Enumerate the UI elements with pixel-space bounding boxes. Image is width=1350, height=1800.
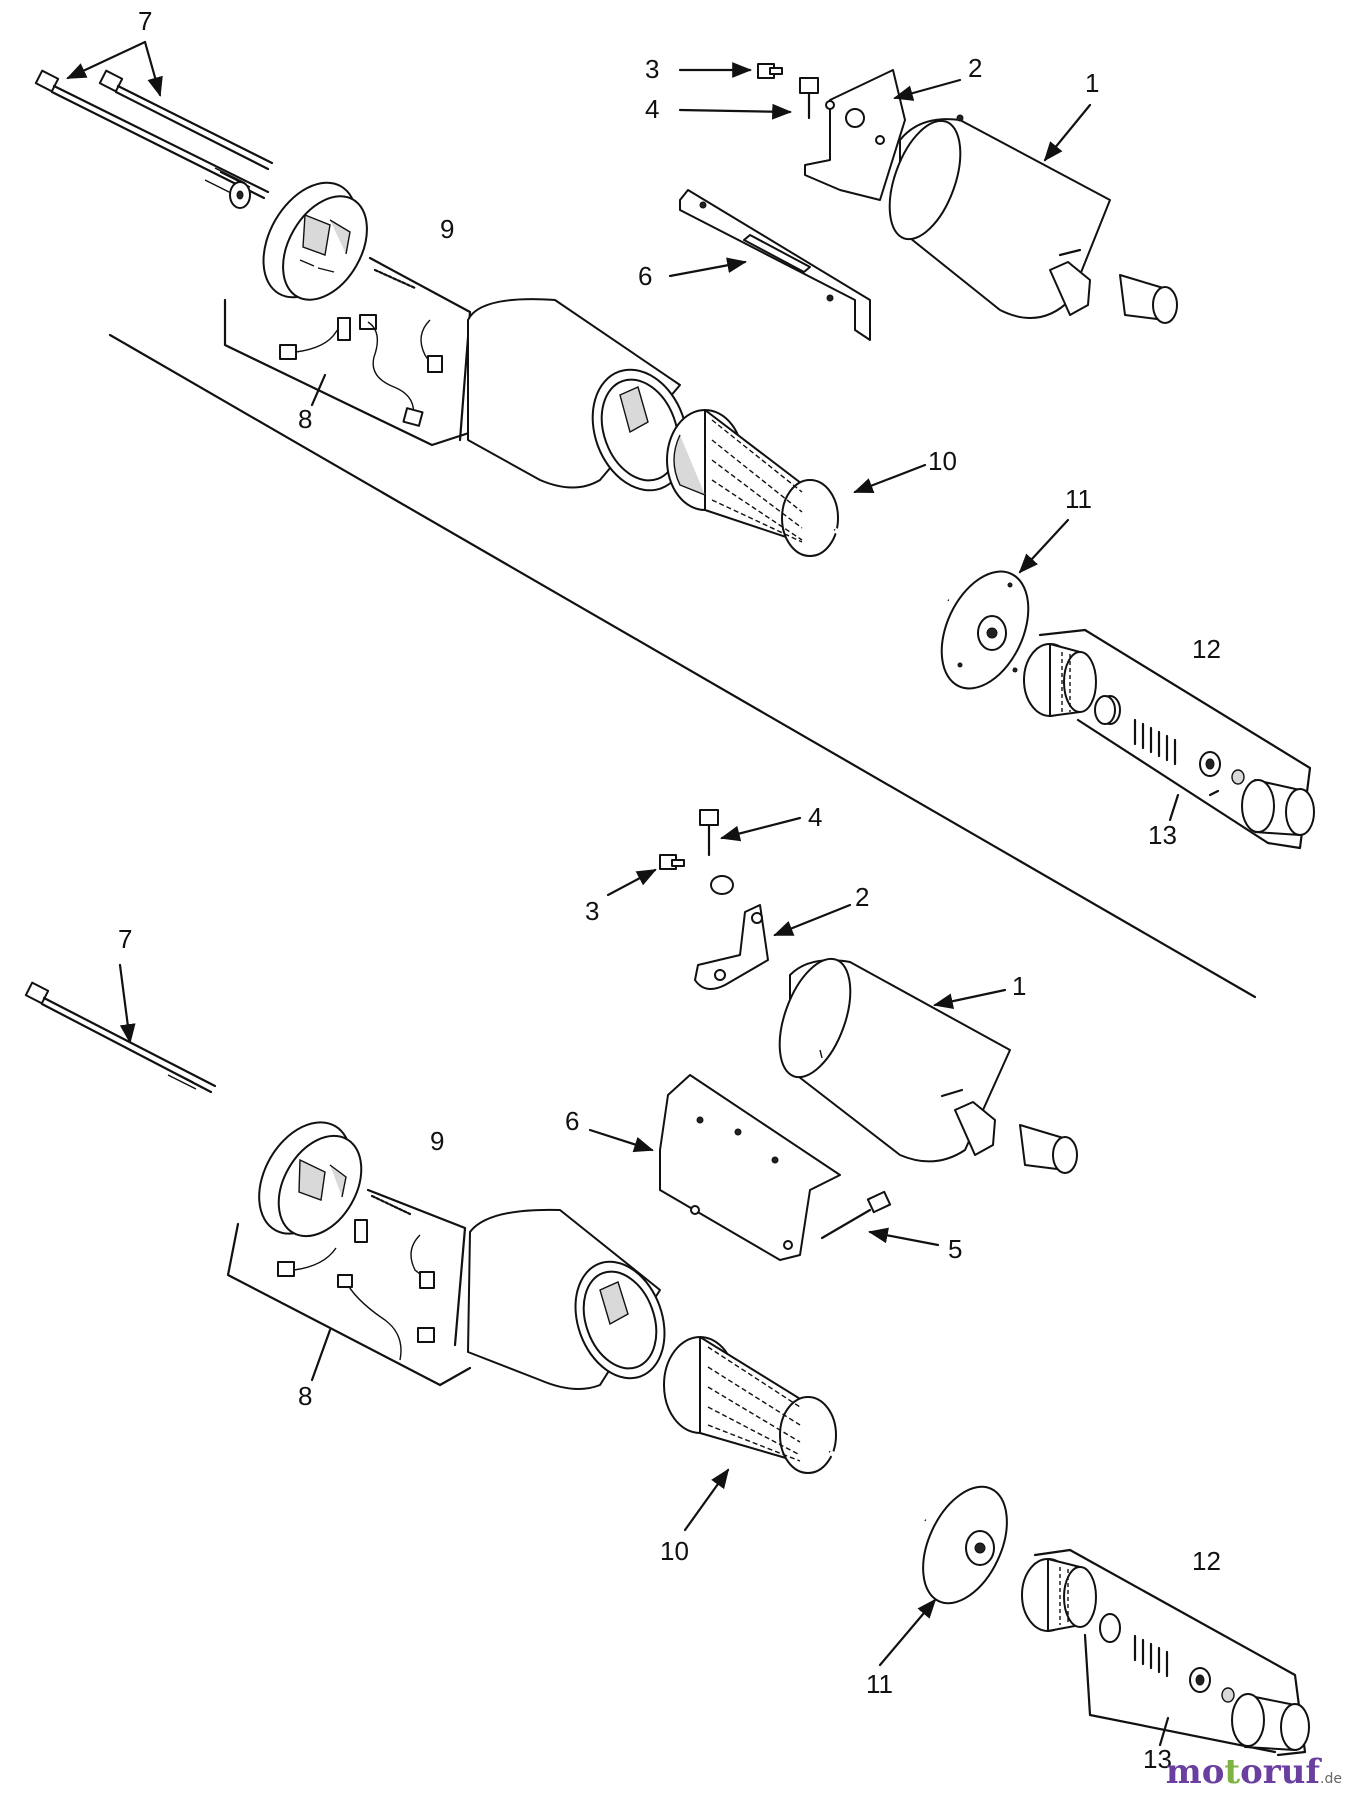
watermark-text-b: t: [1224, 1752, 1241, 1792]
bottom-callout-8-bracket: [226, 1222, 472, 1387]
bottom-drive-pinion: [1021, 1558, 1097, 1632]
bottom-callout-13-bracket: [1083, 1633, 1277, 1754]
bottom-callout-13: 13: [1143, 1744, 1172, 1774]
top-drive-end-plate: [940, 570, 1030, 690]
top-callout-8: 8: [298, 404, 312, 434]
top-callout-7: 7: [138, 6, 152, 36]
top-callout-11: 11: [1065, 484, 1092, 514]
bottom-bolt-4: [699, 809, 719, 857]
bottom-callout-1: 1: [1012, 971, 1026, 1001]
top-callout-9-bracket: [368, 256, 472, 442]
bottom-callout-3: 3: [585, 896, 599, 926]
bottom-callout-9-bracket: [366, 1188, 467, 1347]
bottom-callout-12: 12: [1192, 1546, 1221, 1576]
top-callout-3: 3: [645, 54, 659, 84]
bottom-callout-8: 8: [298, 1381, 312, 1411]
bottom-washer: [710, 875, 734, 895]
top-brush-set: [279, 268, 443, 427]
watermark-text-a: mo: [1165, 1752, 1225, 1792]
bottom-drive-sleeve: [1231, 1693, 1310, 1751]
top-nut: [757, 63, 783, 79]
top-drive-spring-parts: [1094, 695, 1245, 797]
top-callout-6: 6: [638, 261, 652, 291]
top-callout-10: 10: [928, 446, 957, 476]
bottom-callout-9: 9: [430, 1126, 444, 1156]
top-assembly: 7 3 4 2 1 6 9 8 10 11 12 13: [34, 6, 1315, 850]
bottom-callout-12-bracket: [1033, 1548, 1307, 1757]
top-callout-8-bracket: [223, 298, 480, 447]
bottom-callout-11: 11: [866, 1669, 893, 1699]
bottom-callout-6: 6: [565, 1106, 579, 1136]
bottom-callout-10: 10: [660, 1536, 689, 1566]
bottom-drive-end-plate: [922, 1485, 1008, 1605]
top-callout-12-bracket: [1038, 628, 1312, 850]
watermark-text-c: oruf: [1240, 1752, 1321, 1792]
bottom-assembly: 7 4 3 2 1 6 5 9 8 10 11 12 13: [24, 802, 1310, 1774]
bottom-drive-spring-parts: [1099, 1613, 1235, 1703]
top-through-bolts: [34, 69, 274, 200]
top-mount-strap: [679, 189, 871, 341]
bottom-callout-7: 7: [118, 924, 132, 954]
top-callout-9: 9: [440, 214, 454, 244]
top-drive-pinion: [1023, 643, 1097, 717]
bottom-mount-bracket-6: [659, 1074, 841, 1261]
top-callout-12: 12: [1192, 634, 1221, 664]
top-mount-bracket: [804, 69, 906, 201]
watermark-logo: motoruf.de: [1166, 1752, 1342, 1792]
bottom-brush-set: [277, 1194, 435, 1361]
bottom-end-cap: [258, 1121, 363, 1238]
bottom-mount-bracket-2: [694, 904, 769, 990]
bottom-bolt-5: [820, 1190, 892, 1240]
assembly-divider-line: [108, 333, 1257, 999]
top-field-housing: [467, 298, 689, 492]
top-bolt: [799, 77, 819, 120]
watermark-tld: .de: [1320, 1771, 1342, 1787]
bottom-callout-4: 4: [808, 802, 822, 832]
top-callout-13-bracket: [1076, 718, 1270, 845]
bottom-through-bolt: [24, 981, 217, 1094]
top-callout-13: 13: [1148, 820, 1177, 850]
bottom-field-housing: [467, 1208, 666, 1390]
bottom-armature: [663, 1336, 927, 1523]
bottom-callout-5: 5: [948, 1234, 962, 1264]
top-end-cap: [262, 181, 368, 301]
bottom-starter-motor: [778, 957, 1078, 1174]
top-drive-sleeve: [1241, 779, 1315, 836]
bottom-callout-2: 2: [855, 882, 869, 912]
top-callout-4: 4: [645, 94, 659, 124]
top-armature: [666, 409, 950, 603]
top-callout-2: 2: [968, 53, 982, 83]
top-starter-motor: [888, 114, 1178, 324]
top-callout-1: 1: [1085, 68, 1099, 98]
bottom-nut: [659, 854, 685, 870]
